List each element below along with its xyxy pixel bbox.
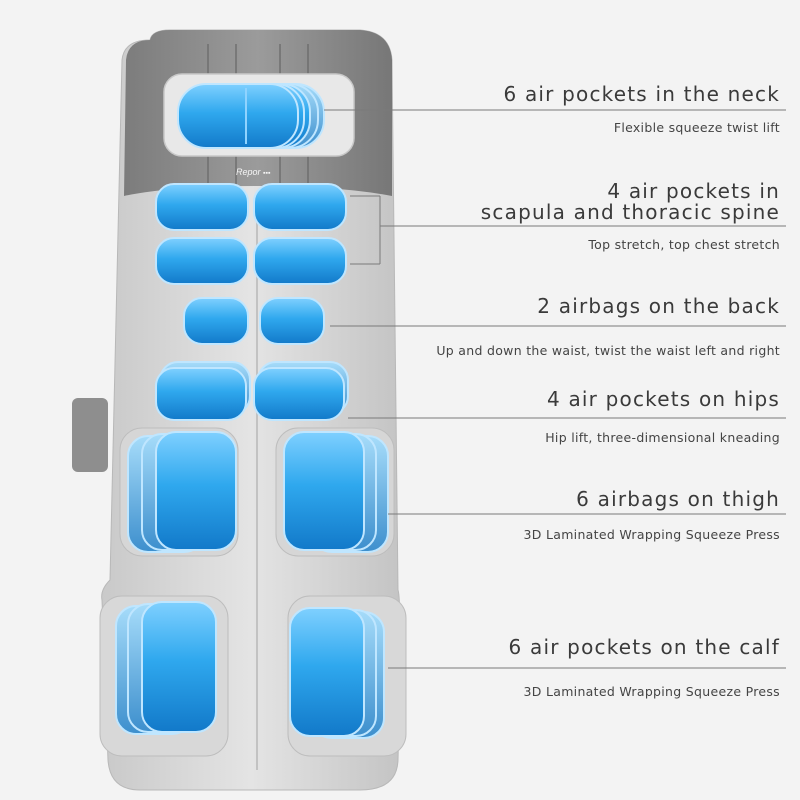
neck-airbags: [177, 83, 325, 149]
thigh-subtitle: 3D Laminated Wrapping Squeeze Press: [523, 527, 780, 542]
calf-subtitle: 3D Laminated Wrapping Squeeze Press: [523, 684, 780, 699]
airbag: [253, 367, 345, 421]
airbag: [283, 431, 365, 551]
scapula-title-line1: 4 air pockets in: [607, 179, 780, 203]
hip-airbags: [155, 361, 349, 421]
brand-logo: Repor: [236, 167, 262, 177]
airbag: [155, 183, 249, 231]
airbag: [155, 431, 237, 551]
thigh-airbags: [127, 431, 389, 553]
airbag: [141, 601, 217, 733]
scapula-airbags: [155, 183, 347, 285]
back-subtitle: Up and down the waist, twist the waist l…: [436, 343, 780, 358]
brand-logo-cn: ▪▪▪: [263, 170, 271, 177]
airbag: [289, 607, 365, 737]
neck-title: 6 air pockets in the neck: [503, 82, 780, 106]
airbag: [259, 297, 325, 345]
hips-subtitle: Hip lift, three-dimensional kneading: [545, 430, 780, 445]
thigh-title: 6 airbags on thigh: [576, 487, 780, 511]
airbag: [183, 297, 249, 345]
hips-title: 4 air pockets on hips: [546, 387, 780, 411]
side-pouch: [72, 398, 108, 472]
back-title: 2 airbags on the back: [537, 294, 780, 318]
airbag: [253, 183, 347, 231]
calf-airbags: [115, 601, 385, 739]
leader-line-scapula: [350, 195, 786, 265]
back-airbags: [183, 297, 325, 345]
airbag: [253, 237, 347, 285]
scapula-subtitle: Top stretch, top chest stretch: [588, 237, 780, 252]
airbag: [155, 367, 247, 421]
neck-subtitle: Flexible squeeze twist lift: [613, 120, 780, 135]
airbag: [155, 237, 249, 285]
scapula-title-line2: scapula and thoracic spine: [480, 200, 780, 224]
calf-title: 6 air pockets on the calf: [508, 635, 780, 659]
airbag: [177, 83, 299, 149]
